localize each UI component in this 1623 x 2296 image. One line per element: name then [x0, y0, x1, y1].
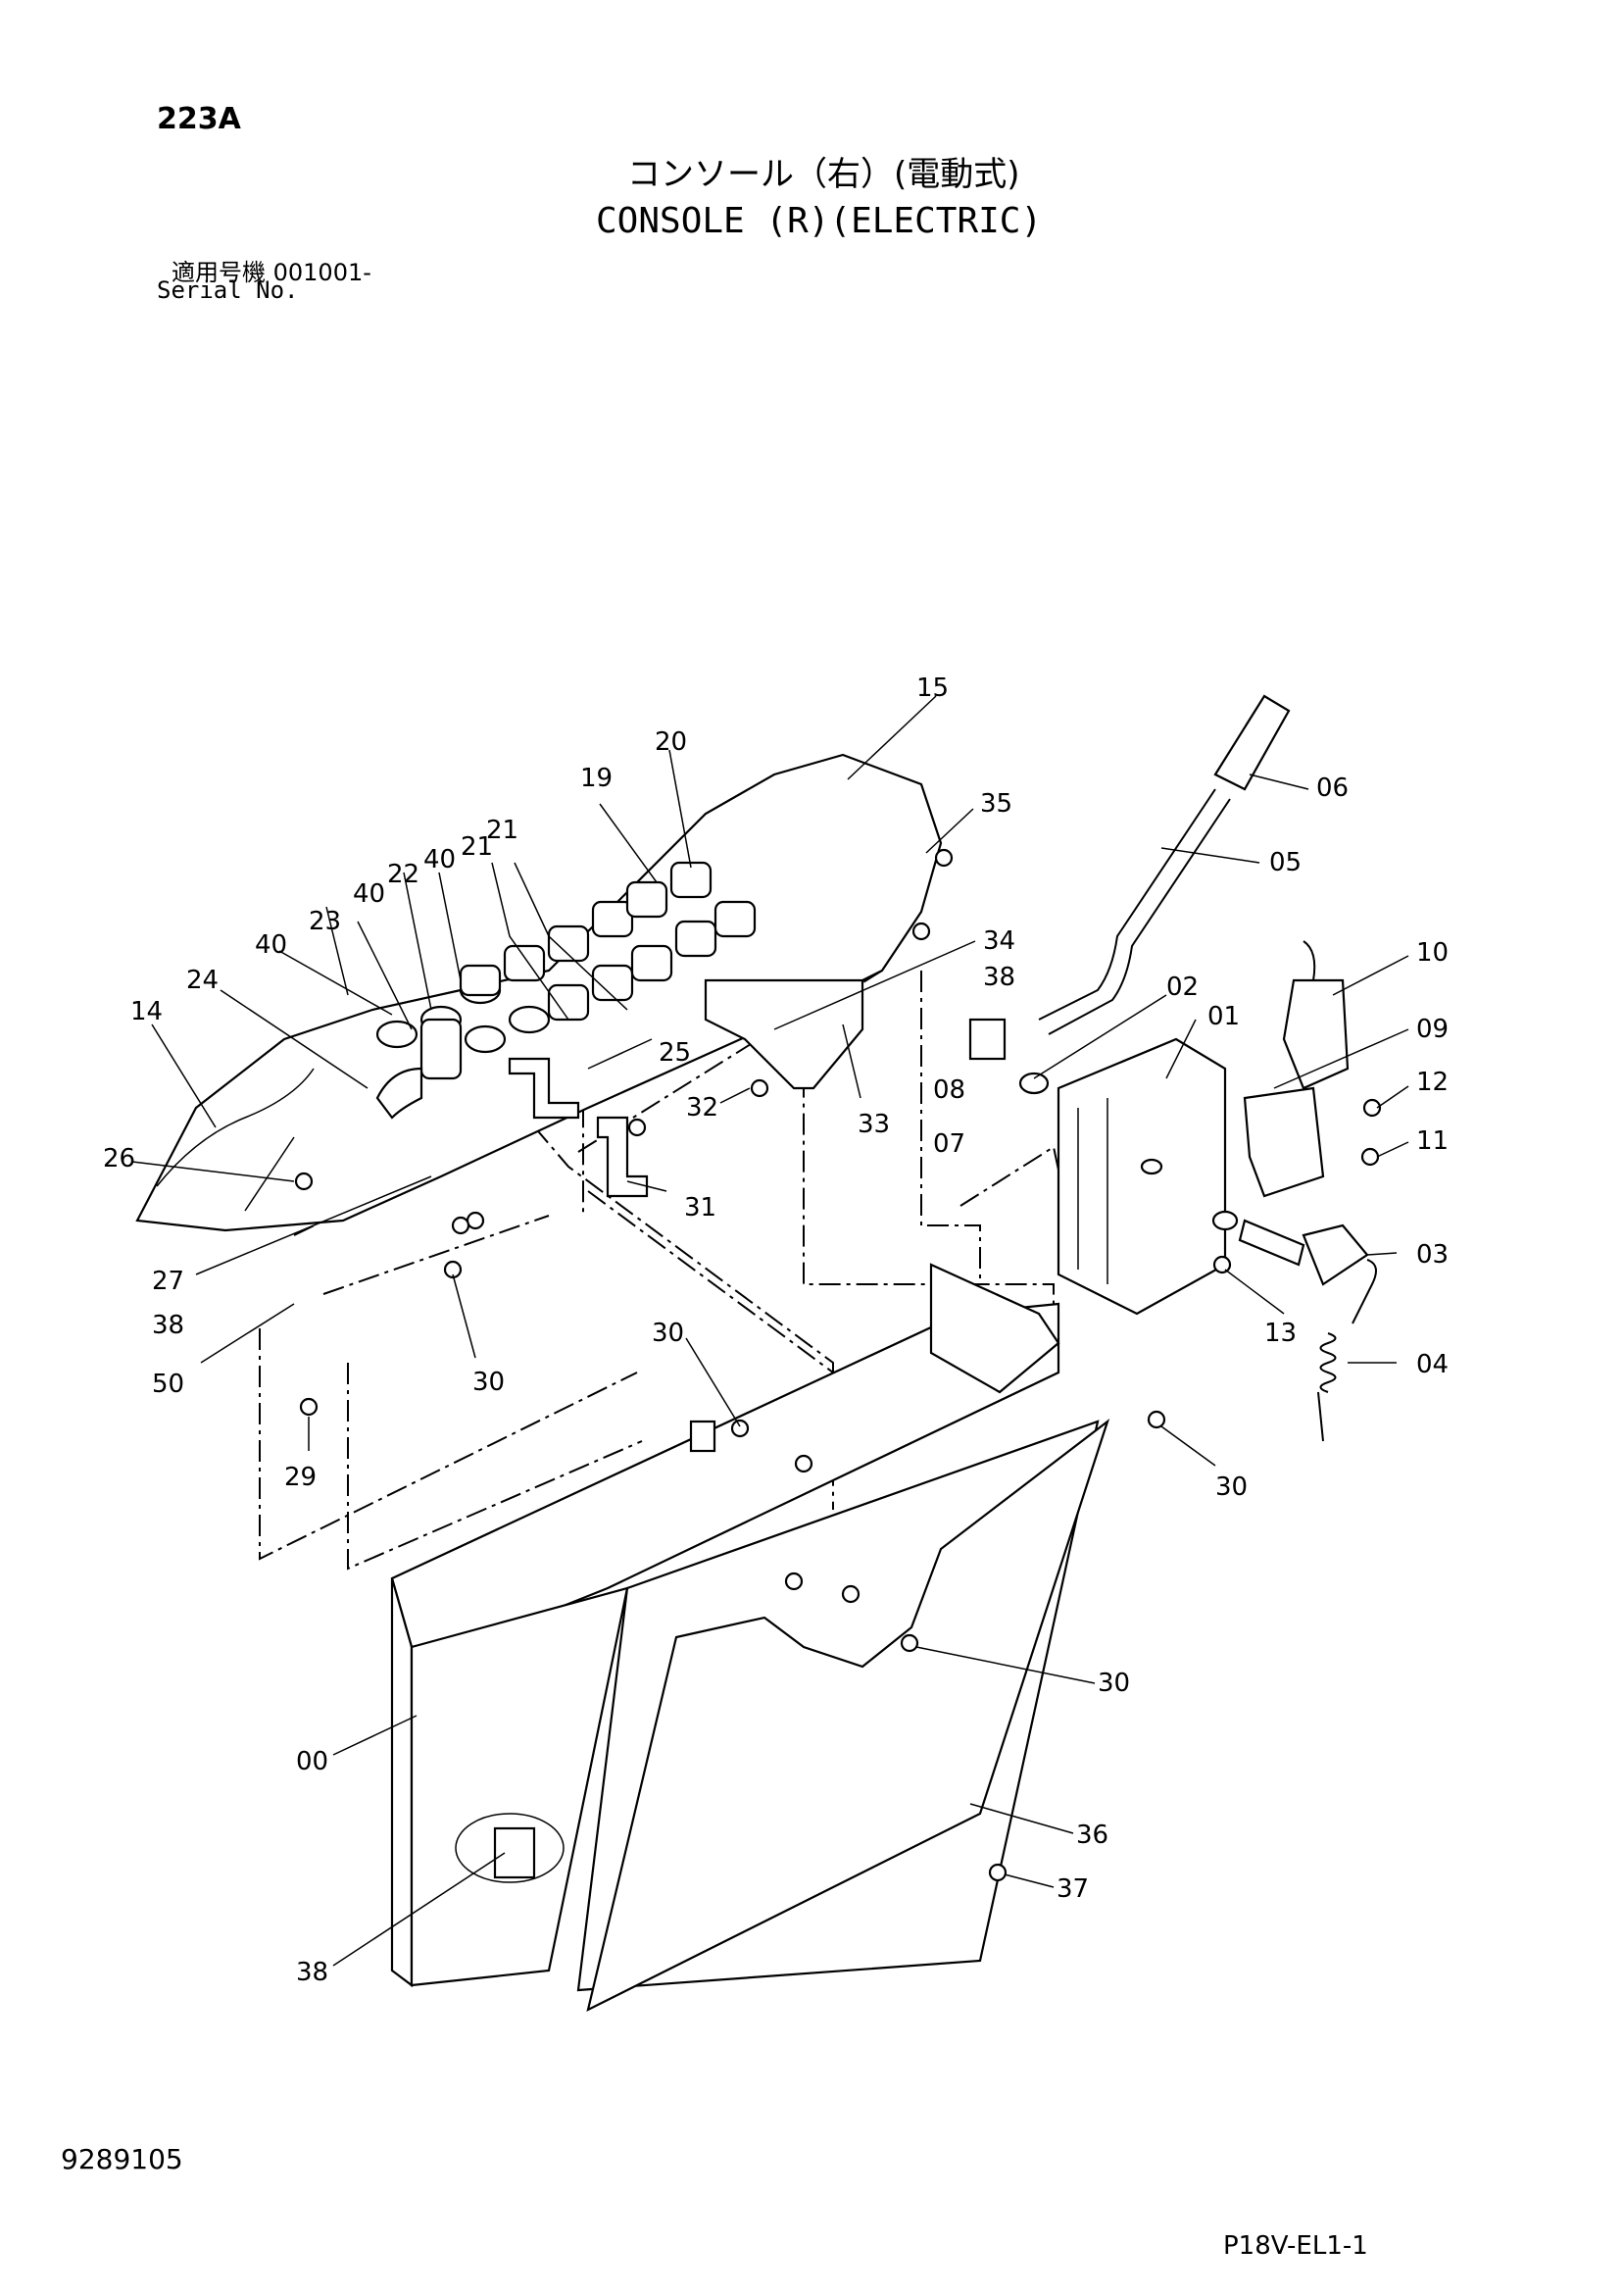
page-reference: P18V-EL1-1 — [1223, 2231, 1368, 2261]
callout-26: 26 — [103, 1144, 135, 1173]
callout-04: 04 — [1416, 1350, 1449, 1379]
switch-box — [1057, 1037, 1227, 1316]
callout-19: 19 — [580, 764, 613, 793]
callout-12: 12 — [1416, 1068, 1449, 1097]
callout-06: 06 — [1316, 774, 1349, 803]
callout-03: 03 — [1416, 1240, 1449, 1270]
callout-32: 32 — [686, 1093, 718, 1123]
callout-00: 00 — [296, 1747, 328, 1776]
callout-23: 23 — [309, 907, 341, 936]
callout-40a: 40 — [423, 845, 456, 874]
callout-40c: 40 — [255, 930, 287, 960]
callout-30b: 30 — [652, 1319, 684, 1348]
fasteners — [294, 848, 1382, 1882]
lever-assembly — [968, 694, 1291, 1095]
callout-37: 37 — [1057, 1874, 1089, 1904]
serial-label-english: Serial No. — [157, 276, 299, 304]
limit-switch — [1243, 940, 1350, 1198]
title-english: CONSOLE (R)(ELECTRIC) — [596, 201, 1043, 241]
callout-38a: 38 — [983, 963, 1015, 992]
callout-50: 50 — [152, 1370, 184, 1399]
callout-30c: 30 — [1215, 1472, 1248, 1502]
callout-36: 36 — [1076, 1821, 1108, 1850]
callout-07: 07 — [933, 1129, 965, 1159]
callout-38b: 38 — [152, 1311, 184, 1340]
callout-34: 34 — [983, 926, 1015, 956]
callout-08: 08 — [933, 1075, 965, 1105]
callout-25: 25 — [659, 1038, 691, 1068]
callout-10: 10 — [1416, 938, 1449, 968]
callout-01: 01 — [1207, 1002, 1240, 1031]
callout-30a: 30 — [472, 1368, 505, 1397]
page-code: 223A — [157, 102, 241, 136]
callout-20: 20 — [655, 727, 687, 757]
callout-22: 22 — [387, 860, 419, 889]
callout-35: 35 — [980, 789, 1012, 819]
callout-labels: 15 20 19 06 35 05 21 21 40 22 40 23 40 2… — [103, 674, 1449, 1987]
pin-and-spring — [1211, 1210, 1377, 1442]
callout-29: 29 — [284, 1463, 317, 1492]
callout-30d: 30 — [1098, 1669, 1130, 1698]
callout-14: 14 — [130, 997, 163, 1026]
callout-38c: 38 — [296, 1958, 328, 1987]
leader-lines — [131, 695, 1409, 1967]
callout-11: 11 — [1416, 1126, 1449, 1156]
document-number: 9289105 — [61, 2143, 183, 2175]
callout-02: 02 — [1166, 973, 1199, 1002]
callout-40b: 40 — [353, 879, 385, 909]
callout-27: 27 — [152, 1267, 184, 1296]
callout-24: 24 — [186, 966, 219, 995]
callout-31: 31 — [684, 1193, 716, 1223]
callout-33: 33 — [858, 1110, 890, 1139]
callout-13: 13 — [1264, 1319, 1297, 1348]
side-cover — [455, 1418, 1110, 2013]
callout-15: 15 — [916, 674, 949, 703]
serial-label-japanese: 適用号機 001001- — [172, 259, 371, 286]
callout-21a: 21 — [486, 816, 518, 845]
console-cover-upper — [135, 753, 943, 1232]
callout-09: 09 — [1416, 1015, 1449, 1044]
callout-05: 05 — [1269, 848, 1302, 877]
title-japanese: コンソール（右）(電動式) — [627, 155, 1020, 194]
callout-21b: 21 — [461, 832, 493, 862]
switch-row — [375, 861, 757, 1120]
